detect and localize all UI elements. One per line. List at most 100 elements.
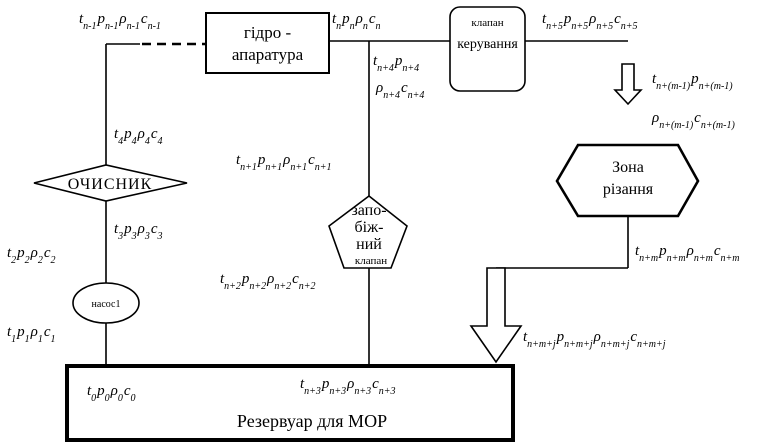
label-n-plus-5: tn+5pn+5ρn+5cn+5: [542, 11, 638, 32]
param-symbol: t: [635, 243, 640, 259]
param-symbol: t: [300, 376, 305, 392]
param-symbol: t: [114, 221, 119, 237]
param-symbol: c: [44, 245, 51, 261]
param-symbol: t: [87, 383, 92, 399]
param-subscript: n+5: [571, 21, 588, 32]
control-valve-line1: клапан: [471, 17, 503, 29]
tank-label: Резервуар для МОР: [237, 411, 387, 431]
label-n-plus-m: tn+mpn+mρn+mcn+m: [635, 243, 739, 264]
param-subscript: n+1: [265, 162, 282, 173]
control-valve-block: [449, 6, 526, 92]
param-subscript: 4: [145, 136, 150, 147]
param-symbol: c: [151, 221, 158, 237]
param-symbol: ρ: [110, 383, 118, 399]
param-symbol: c: [614, 11, 621, 27]
param-symbol: ρ: [588, 11, 596, 27]
param-symbol: c: [714, 243, 721, 259]
param-subscript: n+3: [354, 386, 371, 397]
param-subscript: n+5: [596, 21, 613, 32]
param-subscript: n+m: [667, 253, 686, 264]
param-symbol: p: [241, 271, 250, 287]
param-symbol: p: [658, 243, 667, 259]
label-n: tnpnρncn: [332, 11, 381, 32]
param-symbol: ρ: [30, 324, 38, 340]
param-subscript: n-1: [105, 21, 118, 32]
label-n-plus-m-minus-1-b: ρn+(m-1)cn+(m-1): [651, 110, 735, 131]
param-subscript: 2: [25, 255, 30, 266]
param-subscript: n+m+j: [527, 339, 556, 350]
param-symbol: t: [373, 53, 378, 69]
param-subscript: 1: [38, 334, 43, 345]
param-symbol: ρ: [137, 221, 145, 237]
param-subscript: n+4: [408, 90, 425, 101]
label-n-minus-1: tn-1pn-1ρn-1cn-1: [79, 11, 161, 32]
tank-block: [65, 364, 515, 442]
param-subscript: n-1: [127, 21, 140, 32]
param-symbol: ρ: [355, 11, 363, 27]
param-subscript: 2: [11, 255, 16, 266]
param-subscript: n+4: [377, 63, 394, 74]
param-subscript: n: [376, 21, 381, 32]
param-subscript: 0: [118, 393, 123, 404]
param-symbol: ρ: [266, 271, 274, 287]
cutting-zone-hexagon: [555, 143, 700, 218]
safety-valve-line1: запо-: [351, 202, 386, 219]
param-symbol: t: [542, 11, 547, 27]
param-subscript: n+(m-1): [656, 81, 691, 92]
label-n-plus-4-a: tn+4pn+4: [373, 53, 419, 74]
filter-diamond: [33, 164, 188, 202]
arrow-to-tank: [469, 267, 523, 364]
label-2: t2p2ρ2c2: [7, 245, 56, 266]
param-subscript: n+5: [546, 21, 563, 32]
param-symbol: c: [44, 324, 51, 340]
label-n-plus-2: tn+2pn+2ρn+2cn+2: [220, 271, 316, 292]
param-symbol: p: [123, 221, 132, 237]
param-symbol: p: [123, 126, 132, 142]
param-symbol: c: [630, 329, 637, 345]
param-subscript: 4: [132, 136, 137, 147]
param-subscript: n+3: [304, 386, 321, 397]
param-subscript: 3: [117, 231, 123, 242]
param-subscript: n+(m-1): [701, 120, 736, 131]
param-subscript: 4: [118, 136, 123, 147]
param-subscript: 3: [144, 231, 150, 242]
param-symbol: ρ: [30, 245, 38, 261]
param-symbol: p: [16, 324, 25, 340]
param-symbol: c: [372, 376, 379, 392]
param-subscript: n-1: [148, 21, 161, 32]
param-subscript: n: [336, 21, 341, 32]
pump-label: насос1: [92, 299, 121, 310]
param-subscript: n+1: [315, 162, 332, 173]
param-subscript: 0: [91, 393, 96, 404]
param-symbol: c: [124, 383, 131, 399]
param-subscript: n+2: [299, 281, 316, 292]
param-subscript: 1: [11, 334, 16, 345]
param-symbol: ρ: [346, 376, 354, 392]
param-subscript: n+m+j: [564, 339, 593, 350]
param-symbol: c: [308, 152, 315, 168]
param-symbol: p: [563, 11, 572, 27]
label-n-plus-4-b: ρn+4cn+4: [375, 80, 424, 101]
param-subscript: 3: [131, 231, 137, 242]
control-valve-line2: керування: [457, 37, 518, 52]
param-symbol: c: [694, 110, 701, 126]
param-subscript: n+5: [621, 21, 638, 32]
label-4: t4p4ρ4c4: [114, 126, 163, 147]
param-symbol: c: [292, 271, 299, 287]
param-symbol: ρ: [651, 110, 659, 126]
param-subscript: n+2: [224, 281, 241, 292]
arrow-to-cutting-zone: [613, 63, 643, 106]
param-subscript: n-1: [83, 21, 96, 32]
param-symbol: p: [556, 329, 565, 345]
param-symbol: ρ: [375, 80, 383, 96]
param-symbol: ρ: [137, 126, 145, 142]
param-subscript: 1: [51, 334, 56, 345]
param-symbol: t: [523, 329, 528, 345]
label-n-plus-3: tn+3pn+3ρn+3cn+3: [300, 376, 396, 397]
hydro-label-line2: апаратура: [232, 45, 304, 64]
param-subscript: 3: [157, 231, 163, 242]
param-symbol: t: [7, 324, 12, 340]
label-0: t0p0ρ0c0: [87, 383, 136, 404]
param-symbol: t: [332, 11, 337, 27]
param-subscript: n+3: [379, 386, 396, 397]
